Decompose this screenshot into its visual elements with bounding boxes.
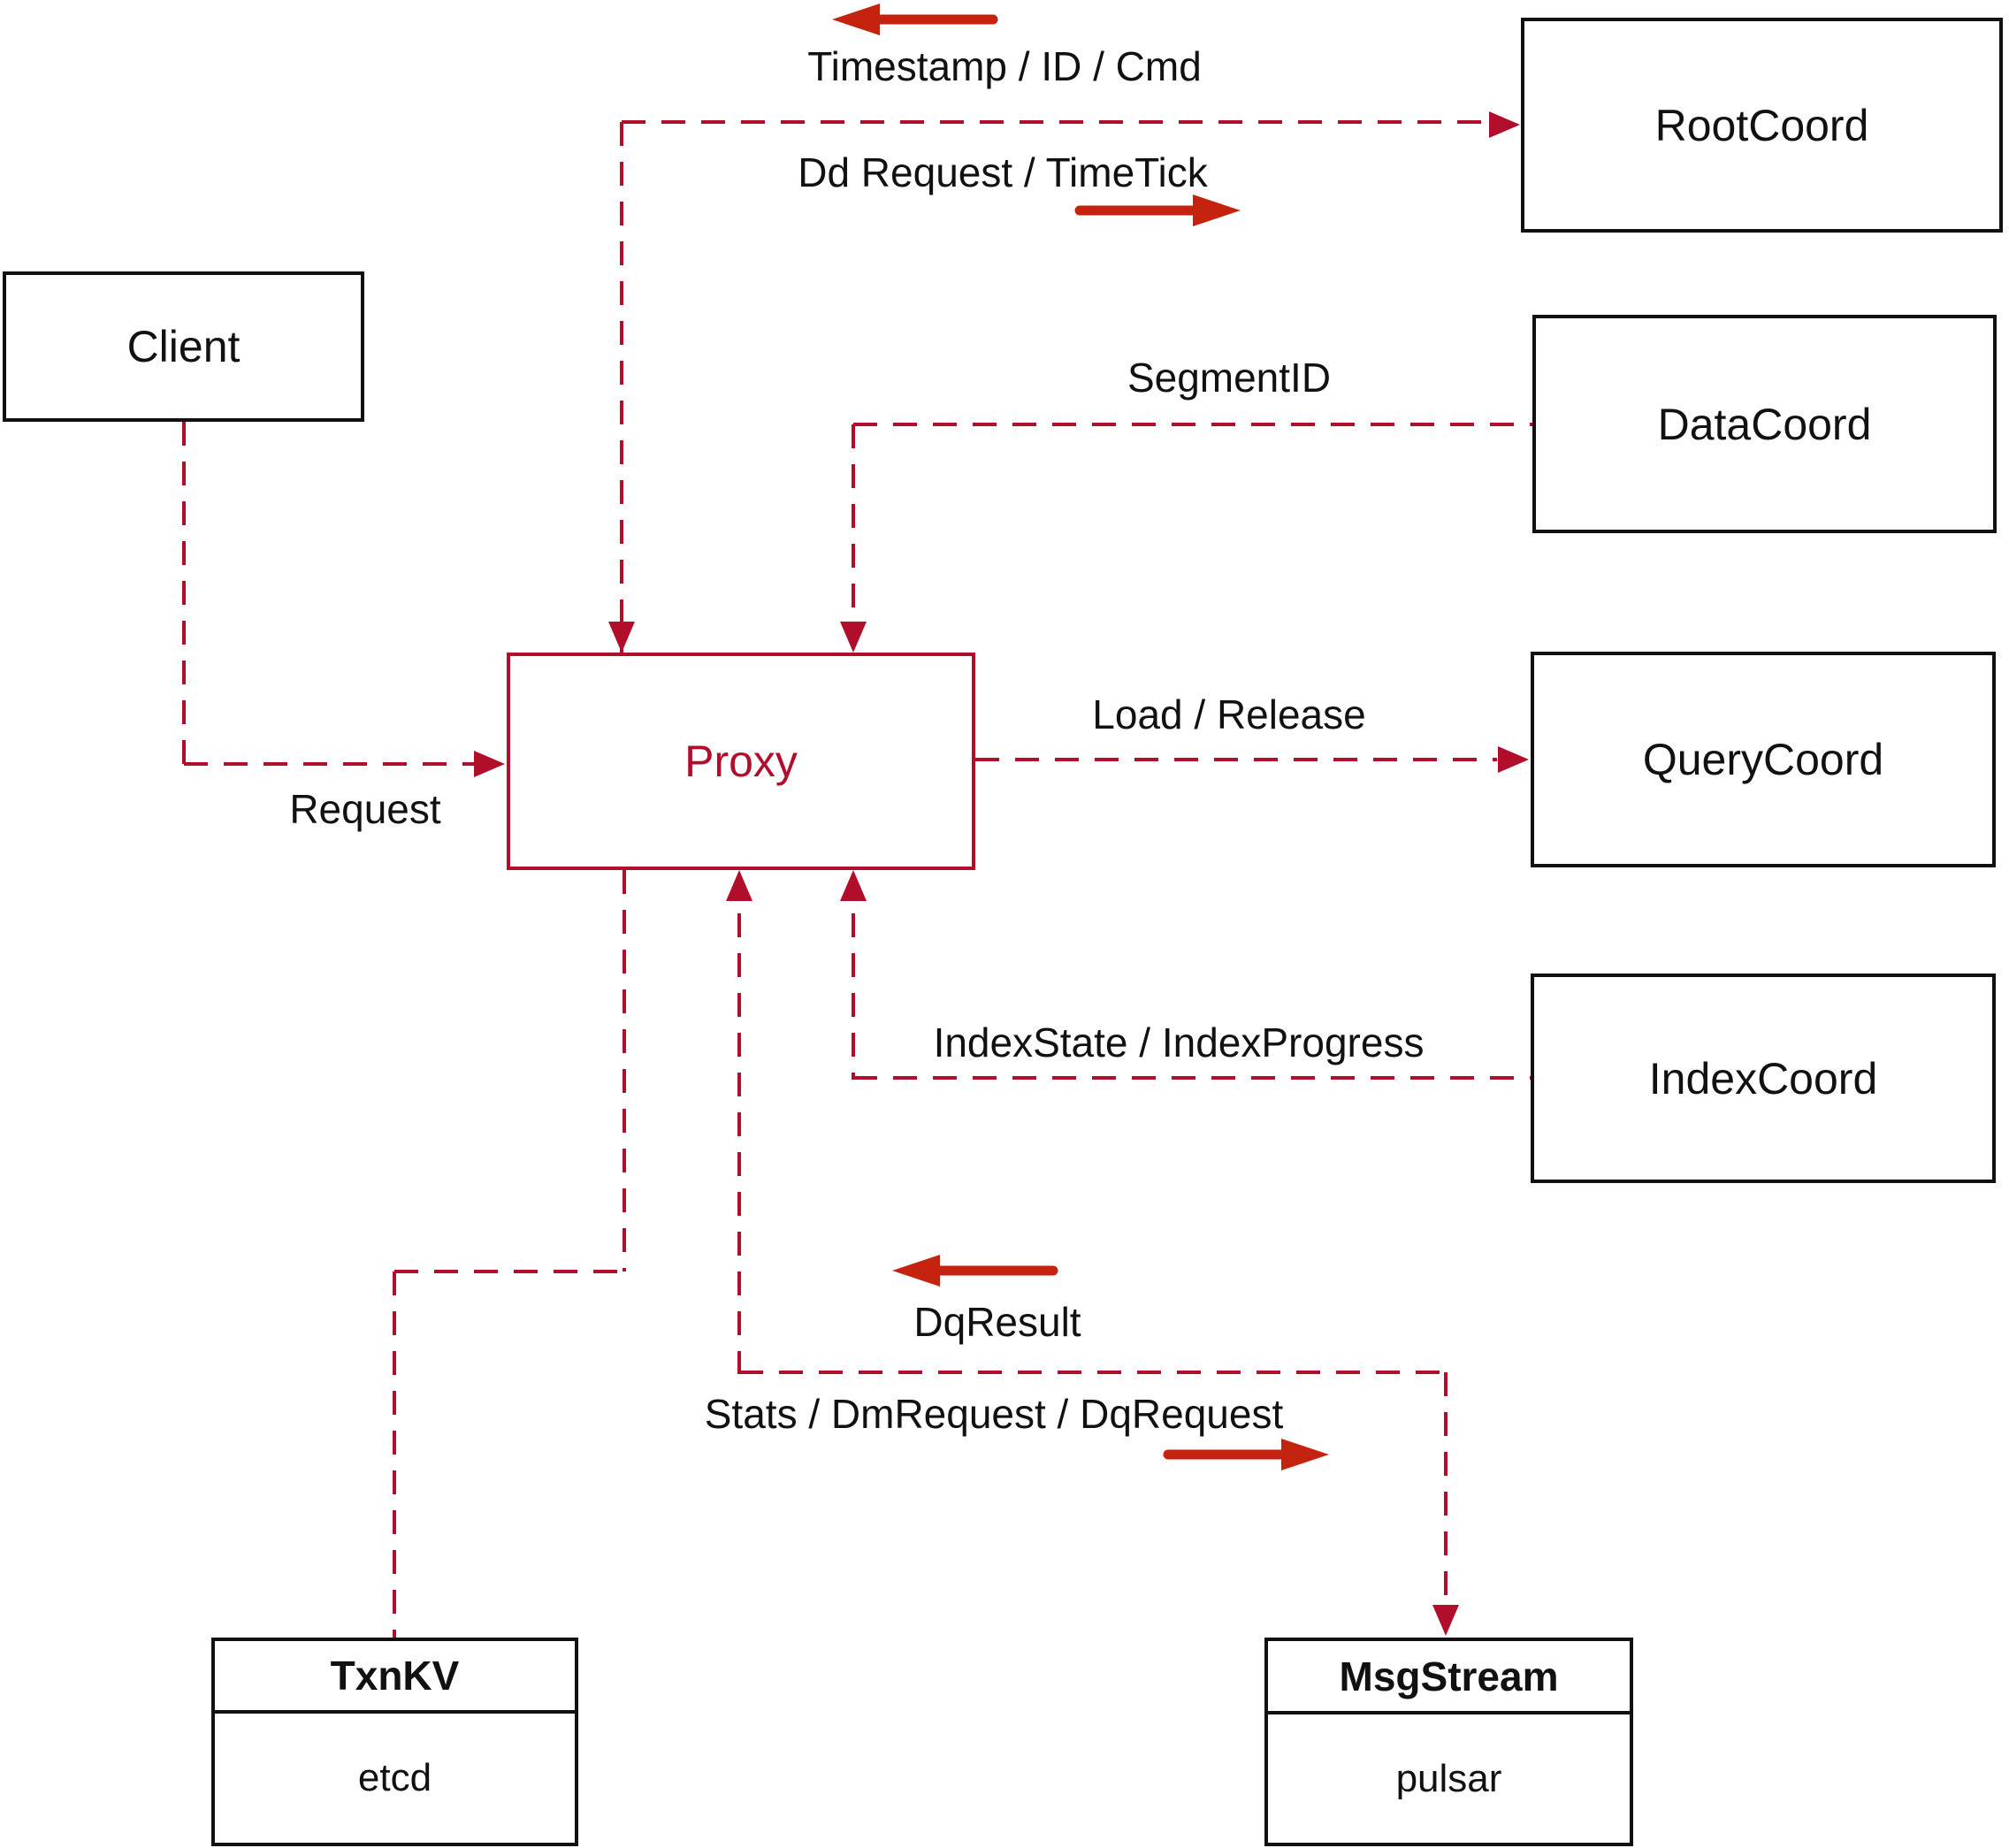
- edge-proxy-msgstream-vertical-upper: [737, 874, 741, 1374]
- arrowhead-into-msgstream-icon: [1432, 1605, 1459, 1636]
- edge-label-dqresult: DqResult: [913, 1299, 1081, 1345]
- edge-client-proxy-vertical: [182, 422, 186, 766]
- edge-label-timestamp-id-cmd: Timestamp / ID / Cmd: [807, 43, 1202, 89]
- edge-proxy-querycoord-horizontal: [975, 758, 1497, 761]
- node-indexcoord: IndexCoord: [1531, 974, 1996, 1183]
- node-rootcoord-label: RootCoord: [1654, 100, 1869, 150]
- arrow-left-icon: [892, 1255, 1058, 1287]
- node-txnkv-title: TxnKV: [215, 1641, 575, 1714]
- arrowhead-into-querycoord-icon: [1498, 746, 1529, 773]
- edge-proxy-txnkv-vertical-upper: [623, 870, 626, 1271]
- edge-proxy-msgstream-vertical-lower: [1444, 1372, 1448, 1604]
- edge-datacoord-proxy-vertical: [852, 424, 855, 653]
- arrow-right-icon: [1074, 195, 1241, 226]
- node-msgstream-title: MsgStream: [1268, 1641, 1630, 1714]
- arrowhead-into-rootcoord-icon: [1489, 111, 1520, 138]
- node-txnkv-impl: etcd: [357, 1756, 432, 1799]
- node-querycoord: QueryCoord: [1531, 652, 1996, 867]
- node-client-label: Client: [126, 322, 241, 371]
- edge-proxy-rootcoord-vertical: [620, 122, 623, 653]
- arrow-right-icon: [1163, 1439, 1329, 1470]
- edge-label-indexstate-indexprogress: IndexState / IndexProgress: [933, 1019, 1425, 1065]
- node-datacoord-label: DataCoord: [1657, 399, 1872, 449]
- edge-proxy-txnkv-horizontal: [394, 1270, 624, 1273]
- arrowhead-into-proxy-bottom-right-icon: [840, 870, 867, 901]
- edge-indexcoord-proxy-vertical: [852, 874, 855, 1080]
- node-indexcoord-label: IndexCoord: [1648, 1053, 1878, 1103]
- arrow-left-icon: [832, 4, 998, 35]
- edge-label-request: Request: [289, 786, 441, 832]
- edge-proxy-msgstream-horizontal: [739, 1371, 1446, 1374]
- node-proxy-label: Proxy: [684, 737, 798, 786]
- edge-indexcoord-proxy-horizontal: [853, 1076, 1531, 1080]
- edge-client-proxy-horizontal: [184, 762, 476, 766]
- edge-label-dd-request-timetick: Dd Request / TimeTick: [798, 149, 1208, 195]
- node-datacoord: DataCoord: [1532, 315, 1997, 533]
- arrowhead-into-proxy-bottom-left-icon: [726, 870, 752, 901]
- node-msgstream: MsgStream pulsar: [1264, 1638, 1633, 1846]
- node-rootcoord: RootCoord: [1521, 18, 2003, 233]
- edge-label-segmentid: SegmentID: [1127, 355, 1332, 401]
- arrowhead-into-proxy-left-icon: [474, 751, 505, 777]
- node-client: Client: [3, 271, 364, 422]
- edge-proxy-rootcoord-horizontal: [622, 120, 1506, 124]
- node-txnkv: TxnKV etcd: [211, 1638, 578, 1846]
- arrowhead-into-proxy-top-right-icon: [840, 622, 867, 653]
- edge-datacoord-proxy-horizontal: [853, 423, 1532, 426]
- edge-label-load-release: Load / Release: [1092, 691, 1366, 737]
- edge-proxy-txnkv-vertical-lower: [393, 1271, 396, 1638]
- edge-label-stats-dmrequest-dqrequest: Stats / DmRequest / DqRequest: [704, 1391, 1284, 1437]
- arrowhead-into-proxy-top-left-icon: [608, 622, 635, 653]
- node-proxy: Proxy: [507, 653, 975, 870]
- node-querycoord-label: QueryCoord: [1642, 735, 1884, 784]
- node-msgstream-impl: pulsar: [1395, 1756, 1502, 1800]
